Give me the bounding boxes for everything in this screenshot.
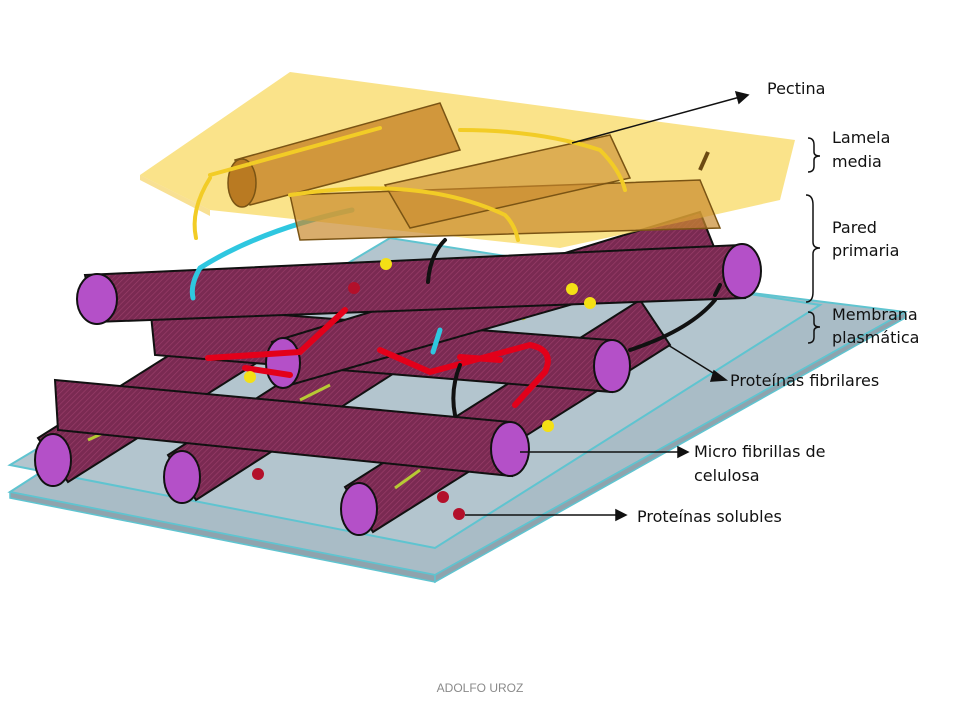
label-micro-2: celulosa — [694, 466, 760, 485]
label-lamela-1: Lamela — [832, 128, 890, 147]
pointer-arrows — [465, 90, 750, 522]
cellulose-fibril-upper — [76, 243, 762, 325]
fibril-end — [490, 421, 530, 477]
fibril-end — [265, 337, 301, 389]
label-membrana-2: plasmática — [832, 328, 919, 347]
label-pectina: Pectina — [767, 79, 825, 98]
label-lamela-2: media — [832, 152, 882, 171]
brace-pared — [805, 194, 821, 303]
label-proteinas-solubles: Proteínas solubles — [637, 507, 782, 526]
fibril-end — [34, 433, 72, 487]
pectin-fibers — [192, 126, 627, 242]
red-fibers — [205, 307, 551, 408]
brace-membrana — [807, 311, 821, 344]
label-micro-1: Micro fibrillas de — [694, 442, 826, 461]
brown-fibrils — [227, 102, 722, 241]
label-pared-2: primaria — [832, 241, 899, 260]
cellulose-fibril-front — [53, 378, 530, 478]
braces — [805, 137, 821, 344]
label-membrana-1: Membrana — [832, 305, 918, 324]
fibril-end — [340, 482, 378, 536]
black-fibers — [426, 238, 722, 417]
soluble-proteins — [244, 258, 596, 520]
footer-credit: ADOLFO UROZ — [437, 681, 524, 695]
brace-lamela — [807, 137, 821, 173]
fibril-end — [76, 273, 118, 325]
fibril-end — [163, 450, 201, 504]
fibril-end — [593, 339, 631, 393]
fibril-end — [722, 243, 762, 299]
label-proteinas-fibrilares: Proteínas fibrilares — [730, 371, 879, 390]
label-pared-1: Pared — [832, 218, 877, 237]
